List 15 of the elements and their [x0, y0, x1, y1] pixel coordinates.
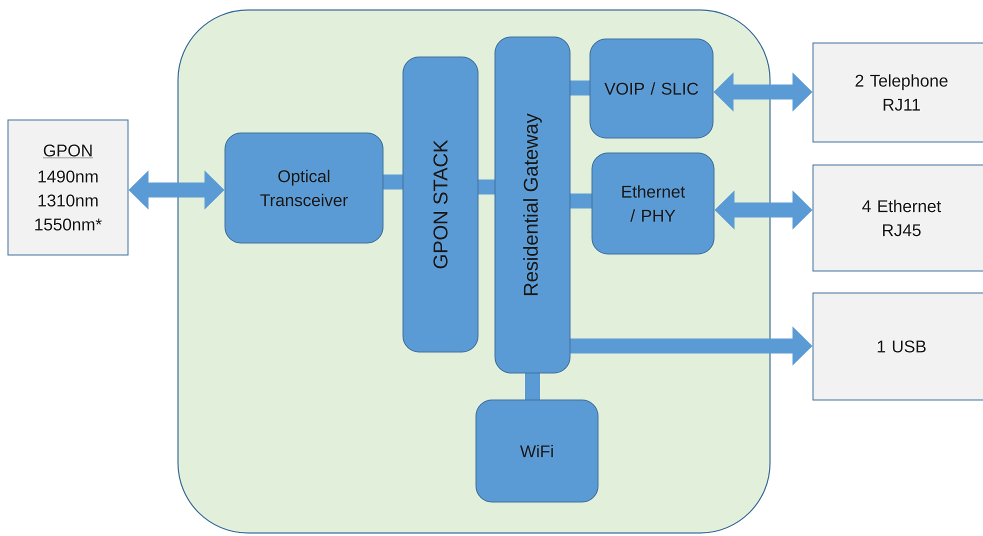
- process-box: Residential Gateway: [494, 36, 570, 374]
- port-box: 2 Telephone RJ11: [812, 42, 983, 142]
- process-box: VOIP / SLIC: [590, 38, 714, 138]
- connector-bar: [570, 80, 590, 96]
- connector-bar: [478, 180, 494, 194]
- process-box: GPON STACK: [402, 56, 478, 352]
- port-box: 4 Ethernet RJ45: [812, 164, 983, 272]
- connector-bar: [525, 374, 540, 400]
- connector-bar: [384, 174, 402, 190]
- source-box: GPON 1490nm 1310nm 1550nm*: [8, 120, 128, 256]
- connector-bar: [570, 194, 592, 208]
- process-box: WiFi: [476, 400, 598, 502]
- port-box: 1 USB: [812, 292, 983, 400]
- process-box: Optical Transceiver: [224, 132, 384, 244]
- process-box: Ethernet / PHY: [592, 152, 714, 254]
